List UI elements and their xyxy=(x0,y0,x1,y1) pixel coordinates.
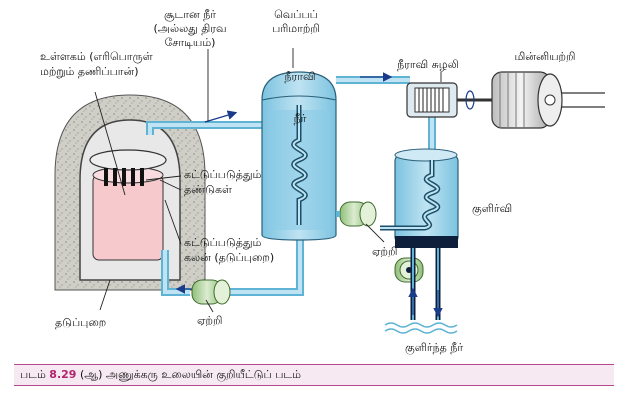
labels: உள்ளகம் (எரிபொருள் மற்றும் தணிப்பான்) சூ… xyxy=(40,8,576,356)
label-core-line1: உள்ளகம் (எரிபொருள் xyxy=(40,50,153,63)
heat-exchanger xyxy=(261,71,337,241)
label-condenser: குளிர்வி xyxy=(472,202,512,217)
label-heat-exchanger-line2: பரிமாற்றி xyxy=(272,22,320,35)
control-rods xyxy=(104,168,144,186)
caption-prefix: படம் xyxy=(20,368,46,381)
condenser xyxy=(380,148,459,248)
label-heat-exchanger-line1: வெப்பப் xyxy=(274,8,318,21)
label-water: நீர் xyxy=(294,112,307,125)
reactor-core xyxy=(89,149,167,261)
figure-caption: படம் 8.29 (ஆ) அணுக்கரு உலையின் குறியீட்ட… xyxy=(14,364,614,386)
label-hot-water-line2: (அல்லது திரவ xyxy=(153,22,226,35)
label-cold-water: குளிர்ந்த நீர் xyxy=(405,341,463,356)
label-hot-water-line1: சூடான நீர் xyxy=(164,8,216,22)
caption-number: 8.29 xyxy=(49,368,77,381)
caption-text: (ஆ) அணுக்கரு உலையின் குறியீட்டுப் படம் xyxy=(79,368,301,381)
label-core-line2: மற்றும் தணிப்பான்) xyxy=(40,65,138,78)
generator xyxy=(491,71,605,129)
label-containment-line2: கலன் (தடுப்புறை) xyxy=(184,251,274,264)
label-containment-line1: கட்டுப்படுத்தும் xyxy=(184,236,262,249)
label-shield: தடுப்புறை xyxy=(55,316,106,329)
label-pump-right: ஏற்றி xyxy=(372,245,398,258)
label-control-rods-line2: தண்டுகள் xyxy=(184,183,232,196)
label-generator: மின்னியற்றி xyxy=(514,50,575,63)
leader-lines xyxy=(94,48,442,313)
steam-turbine xyxy=(406,82,500,118)
label-hot-water-line3: சோடியம்) xyxy=(165,36,216,49)
cooling-water-pipes xyxy=(384,248,458,334)
pump-right xyxy=(336,201,377,227)
label-steam: நீராவி xyxy=(285,70,316,83)
label-turbine: நீராவி சுழலி xyxy=(397,58,459,71)
pump-bottom xyxy=(191,279,231,305)
pump-cold-water xyxy=(394,257,424,283)
label-pump-bottom: ஏற்றி xyxy=(197,314,223,327)
label-control-rods-line1: கட்டுப்படுத்தும் xyxy=(184,168,262,181)
